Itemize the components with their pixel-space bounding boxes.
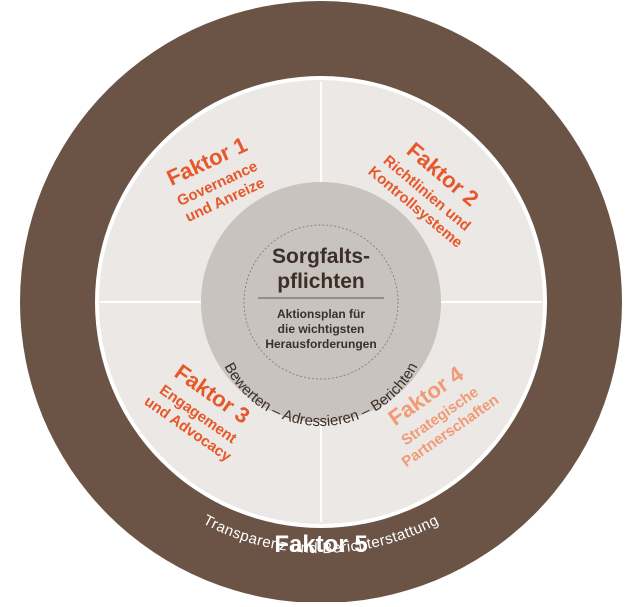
center-subtitle-line2: die wichtigsten: [278, 322, 365, 336]
outer-title: Faktor 5: [274, 531, 367, 558]
inner-circle: [201, 182, 441, 422]
center-subtitle-line1: Aktionsplan für: [277, 307, 365, 321]
center-title-line2: pflichten: [277, 270, 365, 293]
center-subtitle-line3: Herausforderungen: [265, 337, 376, 351]
inner-dotted-ring: [243, 224, 399, 380]
center-title-line1: Sorgfalts-: [272, 245, 370, 268]
